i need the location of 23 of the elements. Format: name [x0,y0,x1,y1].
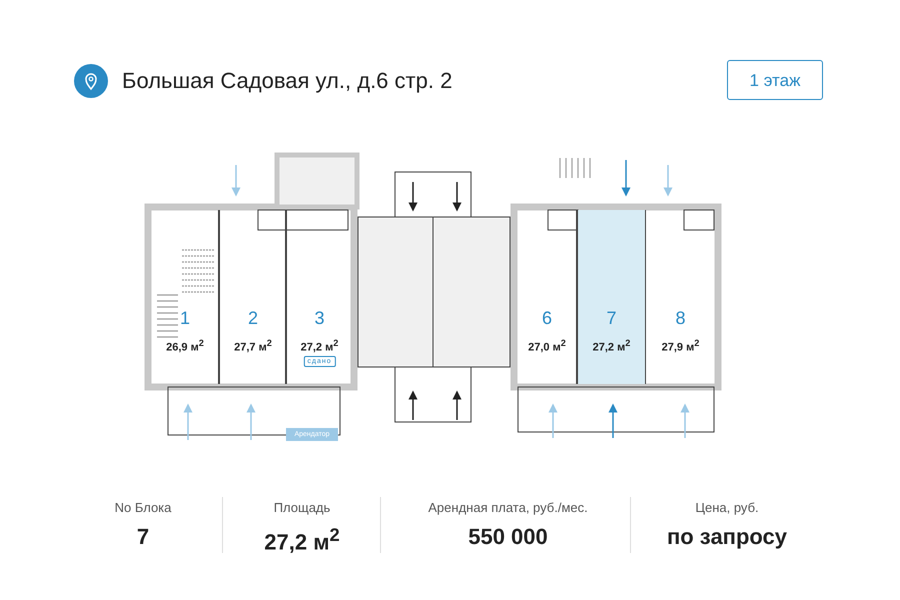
column-header: Цена, руб. [694,500,760,515]
unit-area: 26,9 м$^{2}$ [152,338,218,354]
unit-number: 2 [246,308,259,329]
unit-area: 27,9 м$^{2}$ [646,338,715,354]
address-title: Большая Садовая ул., д.6 стр. 2 [122,68,452,94]
column-value: 550 000 [467,524,549,550]
unit-area: 27,0 м$^{2}$ [517,338,577,354]
unit-area: 27,2 м$^{2}$ [578,338,645,354]
unit-number: 1 [178,308,191,329]
column-value: по запросу [666,524,788,550]
column-header: Площадь [272,500,332,515]
column-value: 7 [136,524,150,550]
column-header: No Блока [114,500,172,515]
column-value: 27,2 м$^{2}$ [263,524,341,556]
unit-number: 6 [540,308,553,329]
unit-number: 7 [605,308,618,329]
floor-button: 1 этаж [727,60,823,100]
unit-number: 3 [313,308,326,329]
unit-area: 27,7 м$^{2}$ [220,338,286,354]
unit-area: 27,2 м$^{2}$ [288,338,351,354]
column-header: Арендная плата, руб./мес. [427,500,589,515]
unit-number: 8 [674,308,686,329]
unit-room [578,210,645,384]
